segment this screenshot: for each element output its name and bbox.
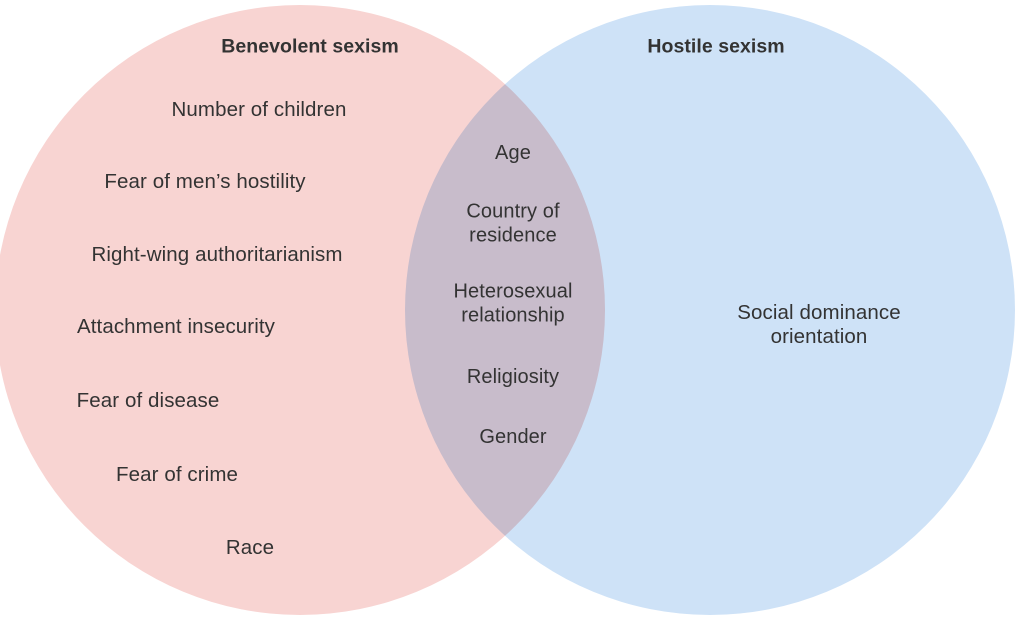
intersection-item: Gender bbox=[479, 426, 547, 449]
venn-circle-hostile-sexism bbox=[405, 5, 1015, 615]
left-set-item: Right-wing authoritarianism bbox=[91, 242, 343, 266]
left-set-item: Fear of crime bbox=[115, 462, 239, 486]
left-set-item: Attachment insecurity bbox=[76, 314, 276, 338]
set-title-hostile-sexism: Hostile sexism bbox=[647, 35, 785, 58]
intersection-item: Heterosexual relationship bbox=[453, 280, 573, 326]
left-set-item: Fear of men’s hostility bbox=[104, 169, 306, 193]
intersection-item: Religiosity bbox=[466, 366, 560, 389]
intersection-item: Age bbox=[495, 142, 531, 165]
left-set-item: Race bbox=[225, 535, 275, 559]
right-set-item: Social dominance orientation bbox=[737, 300, 901, 348]
left-set-item: Fear of disease bbox=[76, 388, 220, 412]
left-set-item: Number of children bbox=[171, 97, 347, 121]
set-title-benevolent-sexism: Benevolent sexism bbox=[221, 35, 399, 58]
intersection-item: Country of residence bbox=[466, 200, 560, 246]
